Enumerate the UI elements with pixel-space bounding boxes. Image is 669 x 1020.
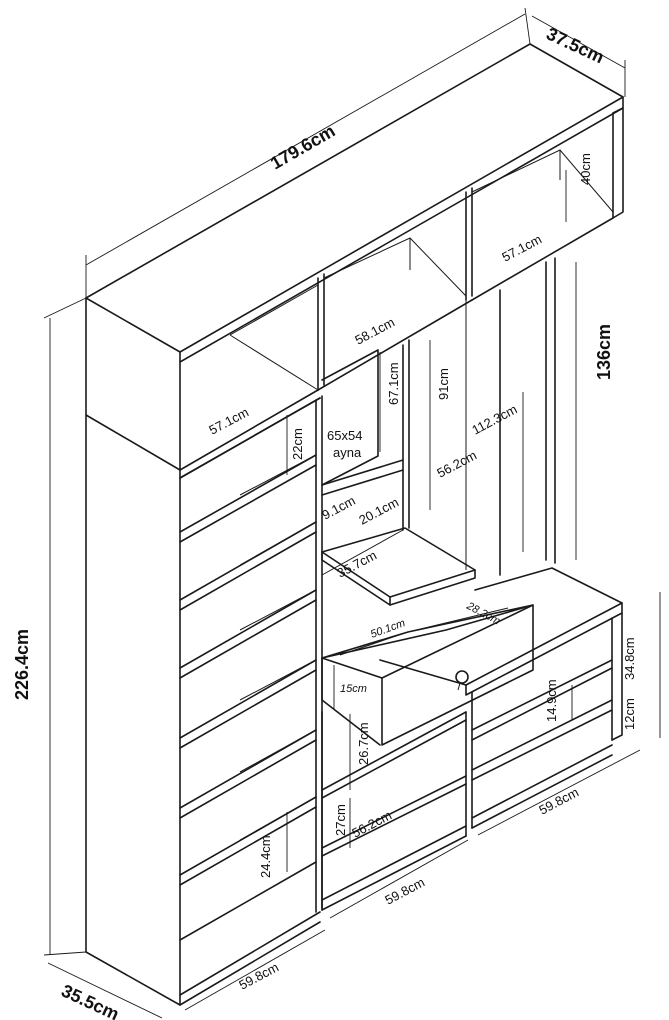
mirror-frame (321, 349, 379, 486)
label-bench-inner-gap: 14.9cm (544, 679, 559, 722)
label-small-gap: 9.1cm (319, 493, 357, 523)
mid-cabinet-base (321, 835, 467, 911)
drawer-front (381, 604, 534, 746)
bench-top (379, 567, 623, 686)
label-left-shelf-gap: 22cm (290, 428, 305, 460)
label-hook-height: 136cm (594, 324, 614, 380)
label-bench-back-width: 56.2cm (434, 447, 479, 480)
hutch-bottom-mid (317, 299, 473, 391)
label-mid-panel-height: 91cm (436, 368, 451, 400)
label-mid-base-width: 59.8cm (382, 874, 427, 907)
label-bench-height: 34.8cm (622, 637, 637, 680)
label-left-bottom-width: 59.8cm (236, 959, 281, 992)
hutch-right-side (612, 107, 624, 219)
label-total-height: 226.4cm (12, 629, 32, 700)
hutch-front-edge (179, 96, 624, 363)
label-niche-right-width: 57.1cm (499, 231, 544, 264)
label-left-bottom-gap: 24.4cm (258, 835, 273, 878)
top-hutch (85, 43, 624, 479)
hutch-bottom-left (179, 389, 319, 471)
bench-base (471, 754, 613, 829)
dimension-labels: 179.6cm 37.5cm 226.4cm 35.5cm 136cm 40cm… (12, 23, 637, 1020)
label-niche-mid-width: 58.1cm (352, 314, 397, 347)
label-niche-right-height: 40cm (578, 153, 593, 185)
label-mirror-size: 65x54 (327, 428, 362, 443)
label-total-width: 179.6cm (267, 121, 339, 174)
label-mid-gap: 20.1cm (356, 494, 401, 527)
desk-section (321, 527, 534, 911)
label-depth-top: 37.5cm (543, 23, 607, 67)
mirror-section (321, 339, 410, 576)
label-mirror-word: ayna (333, 445, 362, 460)
drawer-knob (455, 670, 469, 684)
hook-panel (465, 257, 556, 576)
label-hook-bar-width: 112.3cm (469, 401, 519, 437)
label-bench-lower-gap: 12cm (622, 698, 637, 730)
dimension-lines (43, 7, 661, 1019)
label-right-base-width: 59.8cm (536, 784, 581, 817)
label-mid-bottom-width: 56.2cm (349, 807, 394, 840)
label-mirror-height: 67.1cm (386, 362, 401, 405)
left-cabinet-side (85, 414, 181, 1006)
hutch-bottom-right (471, 217, 614, 301)
left-cabinet (85, 395, 323, 1006)
left-cabinet-base (179, 921, 321, 1006)
label-mid-bottom-gap: 27cm (333, 804, 348, 836)
hutch-top-surface (85, 43, 624, 353)
label-drawer-height: 15cm (340, 683, 367, 695)
hutch-left-side (85, 297, 181, 471)
label-mid-lower-gap: 26.7cm (356, 722, 371, 765)
label-depth-bottom: 35.5cm (58, 980, 122, 1020)
bench (379, 567, 623, 829)
